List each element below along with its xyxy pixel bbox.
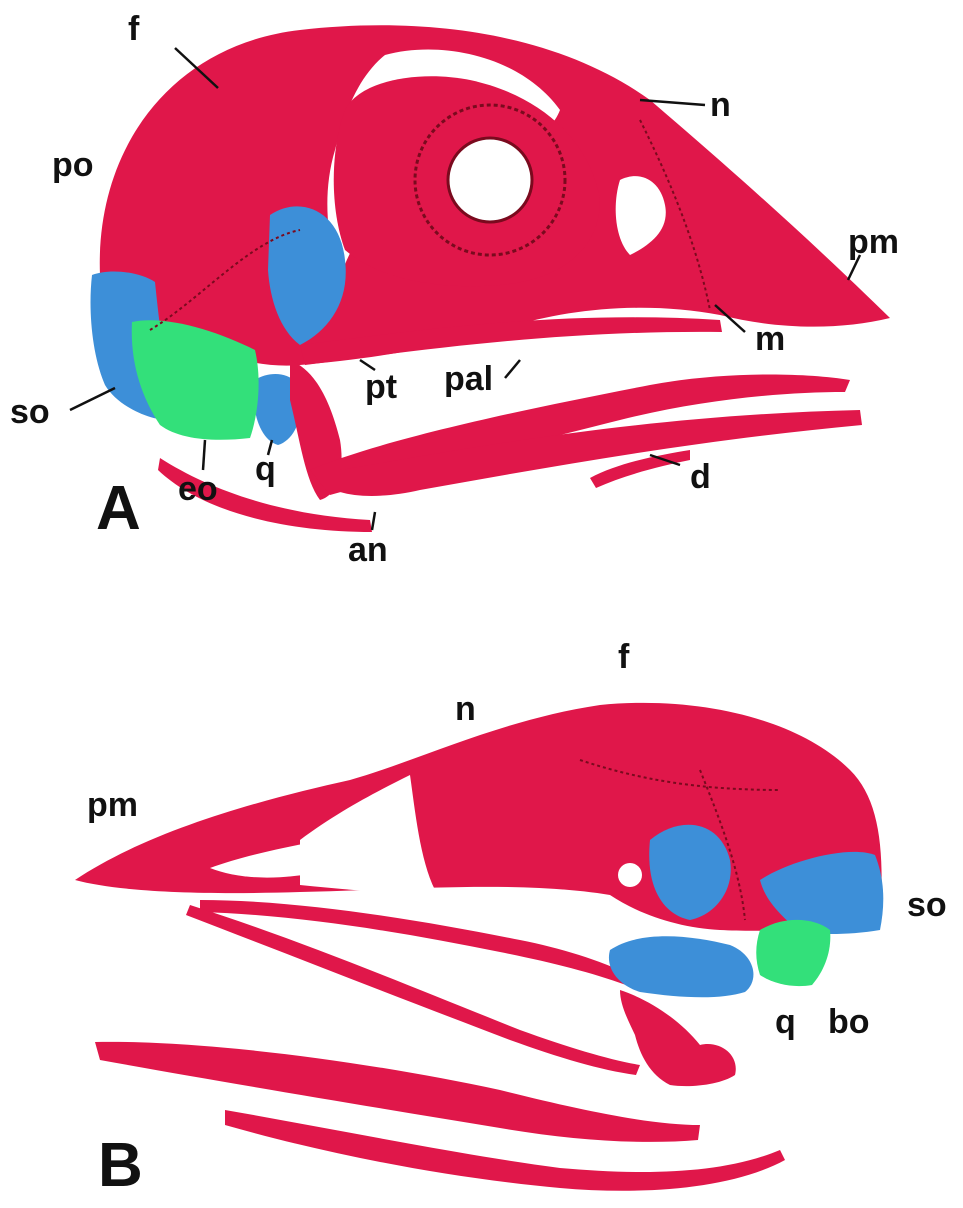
label-a-d: d [690, 460, 711, 494]
leader-a-so [70, 388, 115, 410]
skull-b-blue-otic [609, 936, 754, 997]
label-a-n: n [710, 88, 731, 122]
label-a-pm: pm [848, 225, 899, 259]
label-b-bo: bo [828, 1005, 870, 1039]
label-a-po: po [52, 148, 94, 182]
label-b-n: n [455, 692, 476, 726]
panel-label-b: B [98, 1135, 143, 1197]
skull-b-green-region [756, 920, 830, 986]
skull-b-quadrate-strut [620, 990, 736, 1086]
label-b-q: q [775, 1005, 796, 1039]
skull-b-mandible [95, 1042, 700, 1142]
label-a-eo: eo [178, 472, 218, 506]
label-a-m: m [755, 322, 785, 356]
leader-a-eo [203, 440, 205, 470]
label-a-f: f [128, 12, 139, 46]
skull-b-cranium [75, 703, 882, 931]
label-a-pal: pal [444, 362, 493, 396]
label-b-f: f [618, 640, 629, 674]
label-a-so: so [10, 395, 50, 429]
label-a-an: an [348, 533, 388, 567]
skull-a [91, 25, 890, 532]
label-a-q: q [255, 452, 276, 486]
skull-b-eye-hole [618, 863, 642, 887]
skull-b [75, 703, 883, 1191]
label-a-pt: pt [365, 370, 397, 404]
skull-a-eye-opening [448, 138, 532, 222]
label-b-pm: pm [87, 788, 138, 822]
leader-a-an [372, 512, 375, 530]
label-b-so: so [907, 888, 947, 922]
panel-label-a: A [96, 478, 141, 540]
